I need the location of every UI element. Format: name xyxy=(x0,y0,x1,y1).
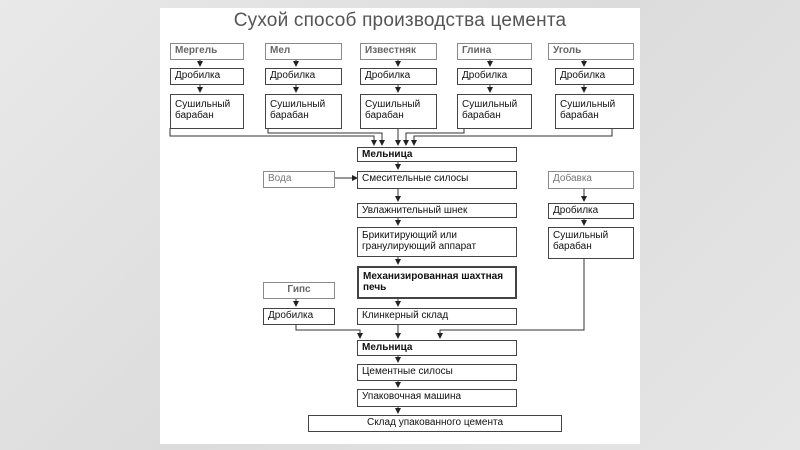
raw-material-chalk: Мел xyxy=(265,43,342,60)
gypsum-crusher-box: Дробилка xyxy=(263,308,335,325)
packing-machine-box: Упаковочная машина xyxy=(357,389,517,407)
diagram-title: Сухой способ производства цемента xyxy=(233,10,567,31)
additive-box: Добавка xyxy=(548,171,634,189)
cement-silos-box: Цементные силосы xyxy=(357,364,517,381)
mill-box: Мельница xyxy=(357,147,517,162)
gypsum-box: Гипс xyxy=(263,282,335,299)
additive-crusher-box: Дробилка xyxy=(548,203,634,219)
flow-connectors xyxy=(169,59,613,414)
drying-drum-box: Сушильный барабан xyxy=(170,94,244,129)
crusher-box: Дробилка xyxy=(360,68,437,85)
packed-cement-warehouse-box: Склад упакованного цемента xyxy=(308,415,562,432)
crusher-box: Дробилка xyxy=(170,68,244,85)
diagram-panel: Сухой способ производства цемента xyxy=(160,8,640,444)
clinker-warehouse-box: Клинкерный склад xyxy=(357,308,517,325)
briquetting-apparatus-box: Брикитирующий или гранулирующий аппарат xyxy=(357,227,517,257)
raw-material-coal: Уголь xyxy=(548,43,634,60)
raw-material-clay: Глина xyxy=(457,43,532,60)
water-box: Вода xyxy=(263,171,335,188)
additive-drying-drum-box: Сушильный барабан xyxy=(548,227,634,259)
drying-drum-box: Сушильный барабан xyxy=(360,94,437,129)
crusher-box: Дробилка xyxy=(457,68,532,85)
shaft-kiln-box: Механизированная шахтная печь xyxy=(357,266,517,299)
drying-drum-box: Сушильный барабан xyxy=(457,94,532,129)
crusher-box: Дробилка xyxy=(555,68,634,85)
humidifier-screw-box: Увлажнительный шнек xyxy=(357,203,517,218)
mixing-silos-box: Смесительные силосы xyxy=(357,171,517,189)
raw-material-limestone: Известняк xyxy=(360,43,437,60)
drying-drum-box: Сушильный барабан xyxy=(265,94,342,129)
raw-material-marl: Мергель xyxy=(170,43,244,60)
crusher-box: Дробилка xyxy=(265,68,342,85)
mill-box: Мельница xyxy=(357,340,517,356)
drying-drum-box: Сушильный барабан xyxy=(555,94,634,129)
